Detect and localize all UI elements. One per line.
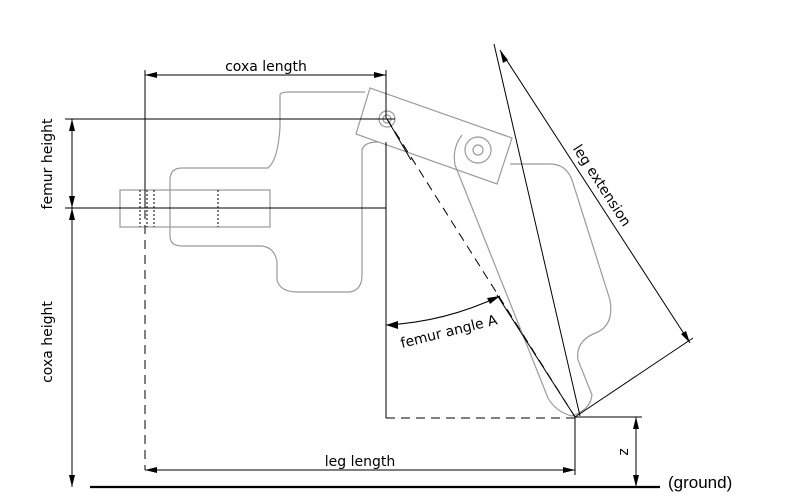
femur-angle-arc [385,295,501,326]
tibia-outline [453,134,612,417]
femur-line-solid [386,118,412,161]
femur-height-label: femur height [40,118,56,209]
leg-extension-ext-bottom [574,337,694,418]
coxa-height-arrow-bottom [69,475,75,487]
coxa-length-arrow-right [374,72,386,78]
femur-angle-arrow-left [386,321,398,329]
femur-link-outline [355,87,513,185]
leg-extension-arrow-bottom [681,331,690,343]
femur-angle-label: femur angle A [399,312,499,352]
z-label: z [616,448,632,455]
femur-angle-arrow-right [487,296,500,304]
coxa-length-arrow-left [145,72,157,78]
leg-extension-dimension-line [499,49,691,344]
leg-length-label: leg length [325,454,395,470]
femur-height-arrow-top [69,119,75,131]
coxa-bracket-outline [169,91,379,293]
leg-length-arrow-right [563,467,575,473]
z-arrow-top [633,417,639,429]
leg-extension-label: leg extension [569,142,634,230]
tibia-line-solid [496,294,576,418]
z-arrow-bottom [633,475,639,487]
knee-servo-horn-inner [472,144,484,156]
leg-extension-ext-foot [493,43,581,417]
coxa-height-label: coxa height [40,301,56,383]
leg-extension-arrow-top [500,50,508,63]
coxa-length-label: coxa length [225,59,307,75]
coxa-height-arrow-top [69,208,75,220]
leg-length-arrow-left [145,467,157,473]
ground-label: (ground) [668,473,732,492]
knee-servo-horn-outer [464,136,492,164]
femur-height-arrow-bottom [69,196,75,208]
